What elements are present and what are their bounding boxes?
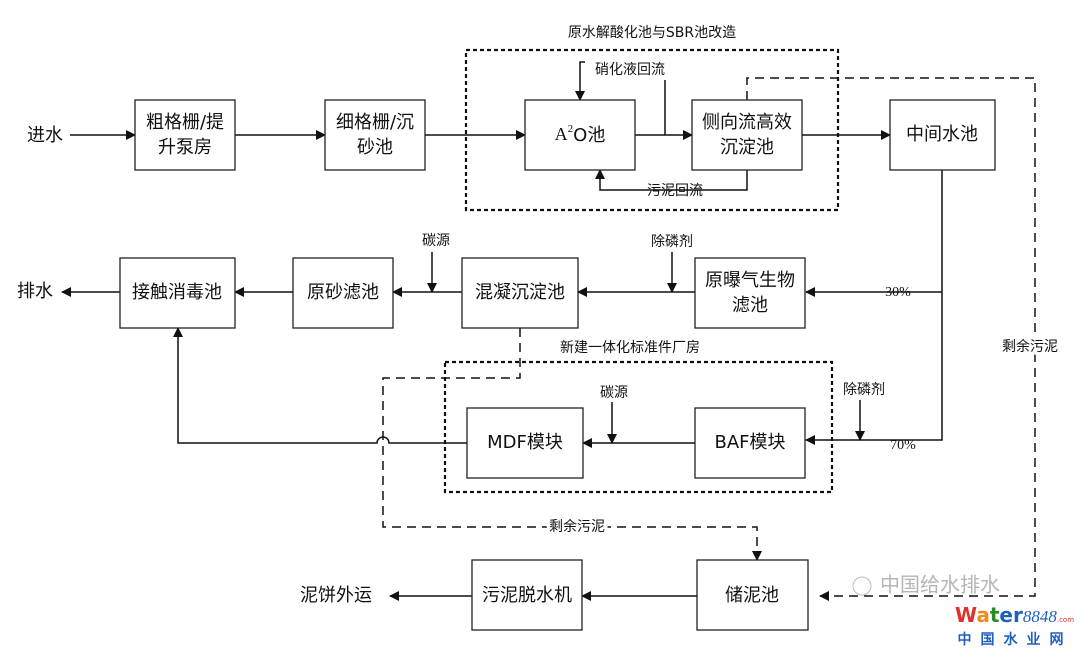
svg-text:侧向流高效: 侧向流高效 xyxy=(702,112,792,133)
svg-text:粗格栅/提: 粗格栅/提 xyxy=(146,112,224,133)
phosphorus-agent-label: 除磷剂 xyxy=(651,234,693,250)
group-retrofit-frame xyxy=(464,48,840,212)
svg-text:砂池: 砂池 xyxy=(357,137,393,158)
node-middle-tank: 中间水池 xyxy=(889,99,996,171)
node-mdf-module: MDF模块 xyxy=(466,407,584,479)
svg-text:混凝沉淀池: 混凝沉淀池 xyxy=(475,282,565,303)
phosphorus-agent-label-2: 除磷剂 xyxy=(843,382,885,398)
node-coag-settler: 混凝沉淀池 xyxy=(461,257,579,329)
group-retrofit-label: 原水解酸化池与SBR池改造 xyxy=(568,25,736,41)
svg-text:滤池: 滤池 xyxy=(732,295,768,316)
svg-text:升泵房: 升泵房 xyxy=(158,137,212,158)
svg-text:污泥脱水机: 污泥脱水机 xyxy=(482,585,572,606)
node-dewater: 污泥脱水机 xyxy=(471,559,583,631)
svg-text:中间水池: 中间水池 xyxy=(906,124,978,145)
split-70-label: 70% xyxy=(890,438,916,453)
watermark: 中国给水排水 xyxy=(852,573,1000,597)
svg-text:MDF模块: MDF模块 xyxy=(487,432,563,453)
outlet-label: 排水 xyxy=(17,281,53,302)
nitrate-return-label: 硝化液回流 xyxy=(595,62,665,78)
svg-text:原曝气生物: 原曝气生物 xyxy=(705,270,795,291)
water8848-subtitle: 中国水业网 xyxy=(958,631,1073,648)
inlet-label: 进水 xyxy=(27,125,63,146)
excess-sludge-label-2: 剩余污泥 xyxy=(549,518,605,535)
group-new-building-frame xyxy=(443,360,834,494)
node-a2o: A2O池 xyxy=(524,99,636,171)
excess-sludge-label: 剩余污泥 xyxy=(1002,338,1058,355)
svg-text:接触消毒池: 接触消毒池 xyxy=(132,282,222,303)
node-fine-screen: 细格栅/沉砂池 xyxy=(324,99,426,171)
carbon-source-label-2: 碳源 xyxy=(600,385,628,401)
water8848-logo: Water8848.com 中国水业网 xyxy=(955,603,1074,648)
node-baf-module: BAF模块 xyxy=(694,407,806,479)
svg-text:细格栅/沉: 细格栅/沉 xyxy=(336,112,414,133)
sludge-return-label: 污泥回流 xyxy=(647,183,703,199)
svg-text:储泥池: 储泥池 xyxy=(725,585,779,606)
cake-out-label: 泥饼外运 xyxy=(300,585,372,606)
svg-text:BAF模块: BAF模块 xyxy=(714,432,785,453)
group-new-building-label: 新建一体化标准件厂房 xyxy=(560,340,700,356)
svg-text:原砂滤池: 原砂滤池 xyxy=(307,282,379,303)
split-30-label: 30% xyxy=(885,285,911,300)
svg-text:A2O池: A2O池 xyxy=(555,123,606,146)
carbon-source-label: 碳源 xyxy=(422,233,450,249)
svg-text:沉淀池: 沉淀池 xyxy=(720,137,774,158)
flow-lines xyxy=(61,61,1036,601)
node-sludge-tank: 储泥池 xyxy=(696,559,809,631)
node-sand-filter: 原砂滤池 xyxy=(292,257,394,329)
svg-text:Water8848.com: Water8848.com xyxy=(955,603,1074,627)
watermark-text: 中国给水排水 xyxy=(880,573,1000,597)
node-disinfection: 接触消毒池 xyxy=(119,257,236,329)
